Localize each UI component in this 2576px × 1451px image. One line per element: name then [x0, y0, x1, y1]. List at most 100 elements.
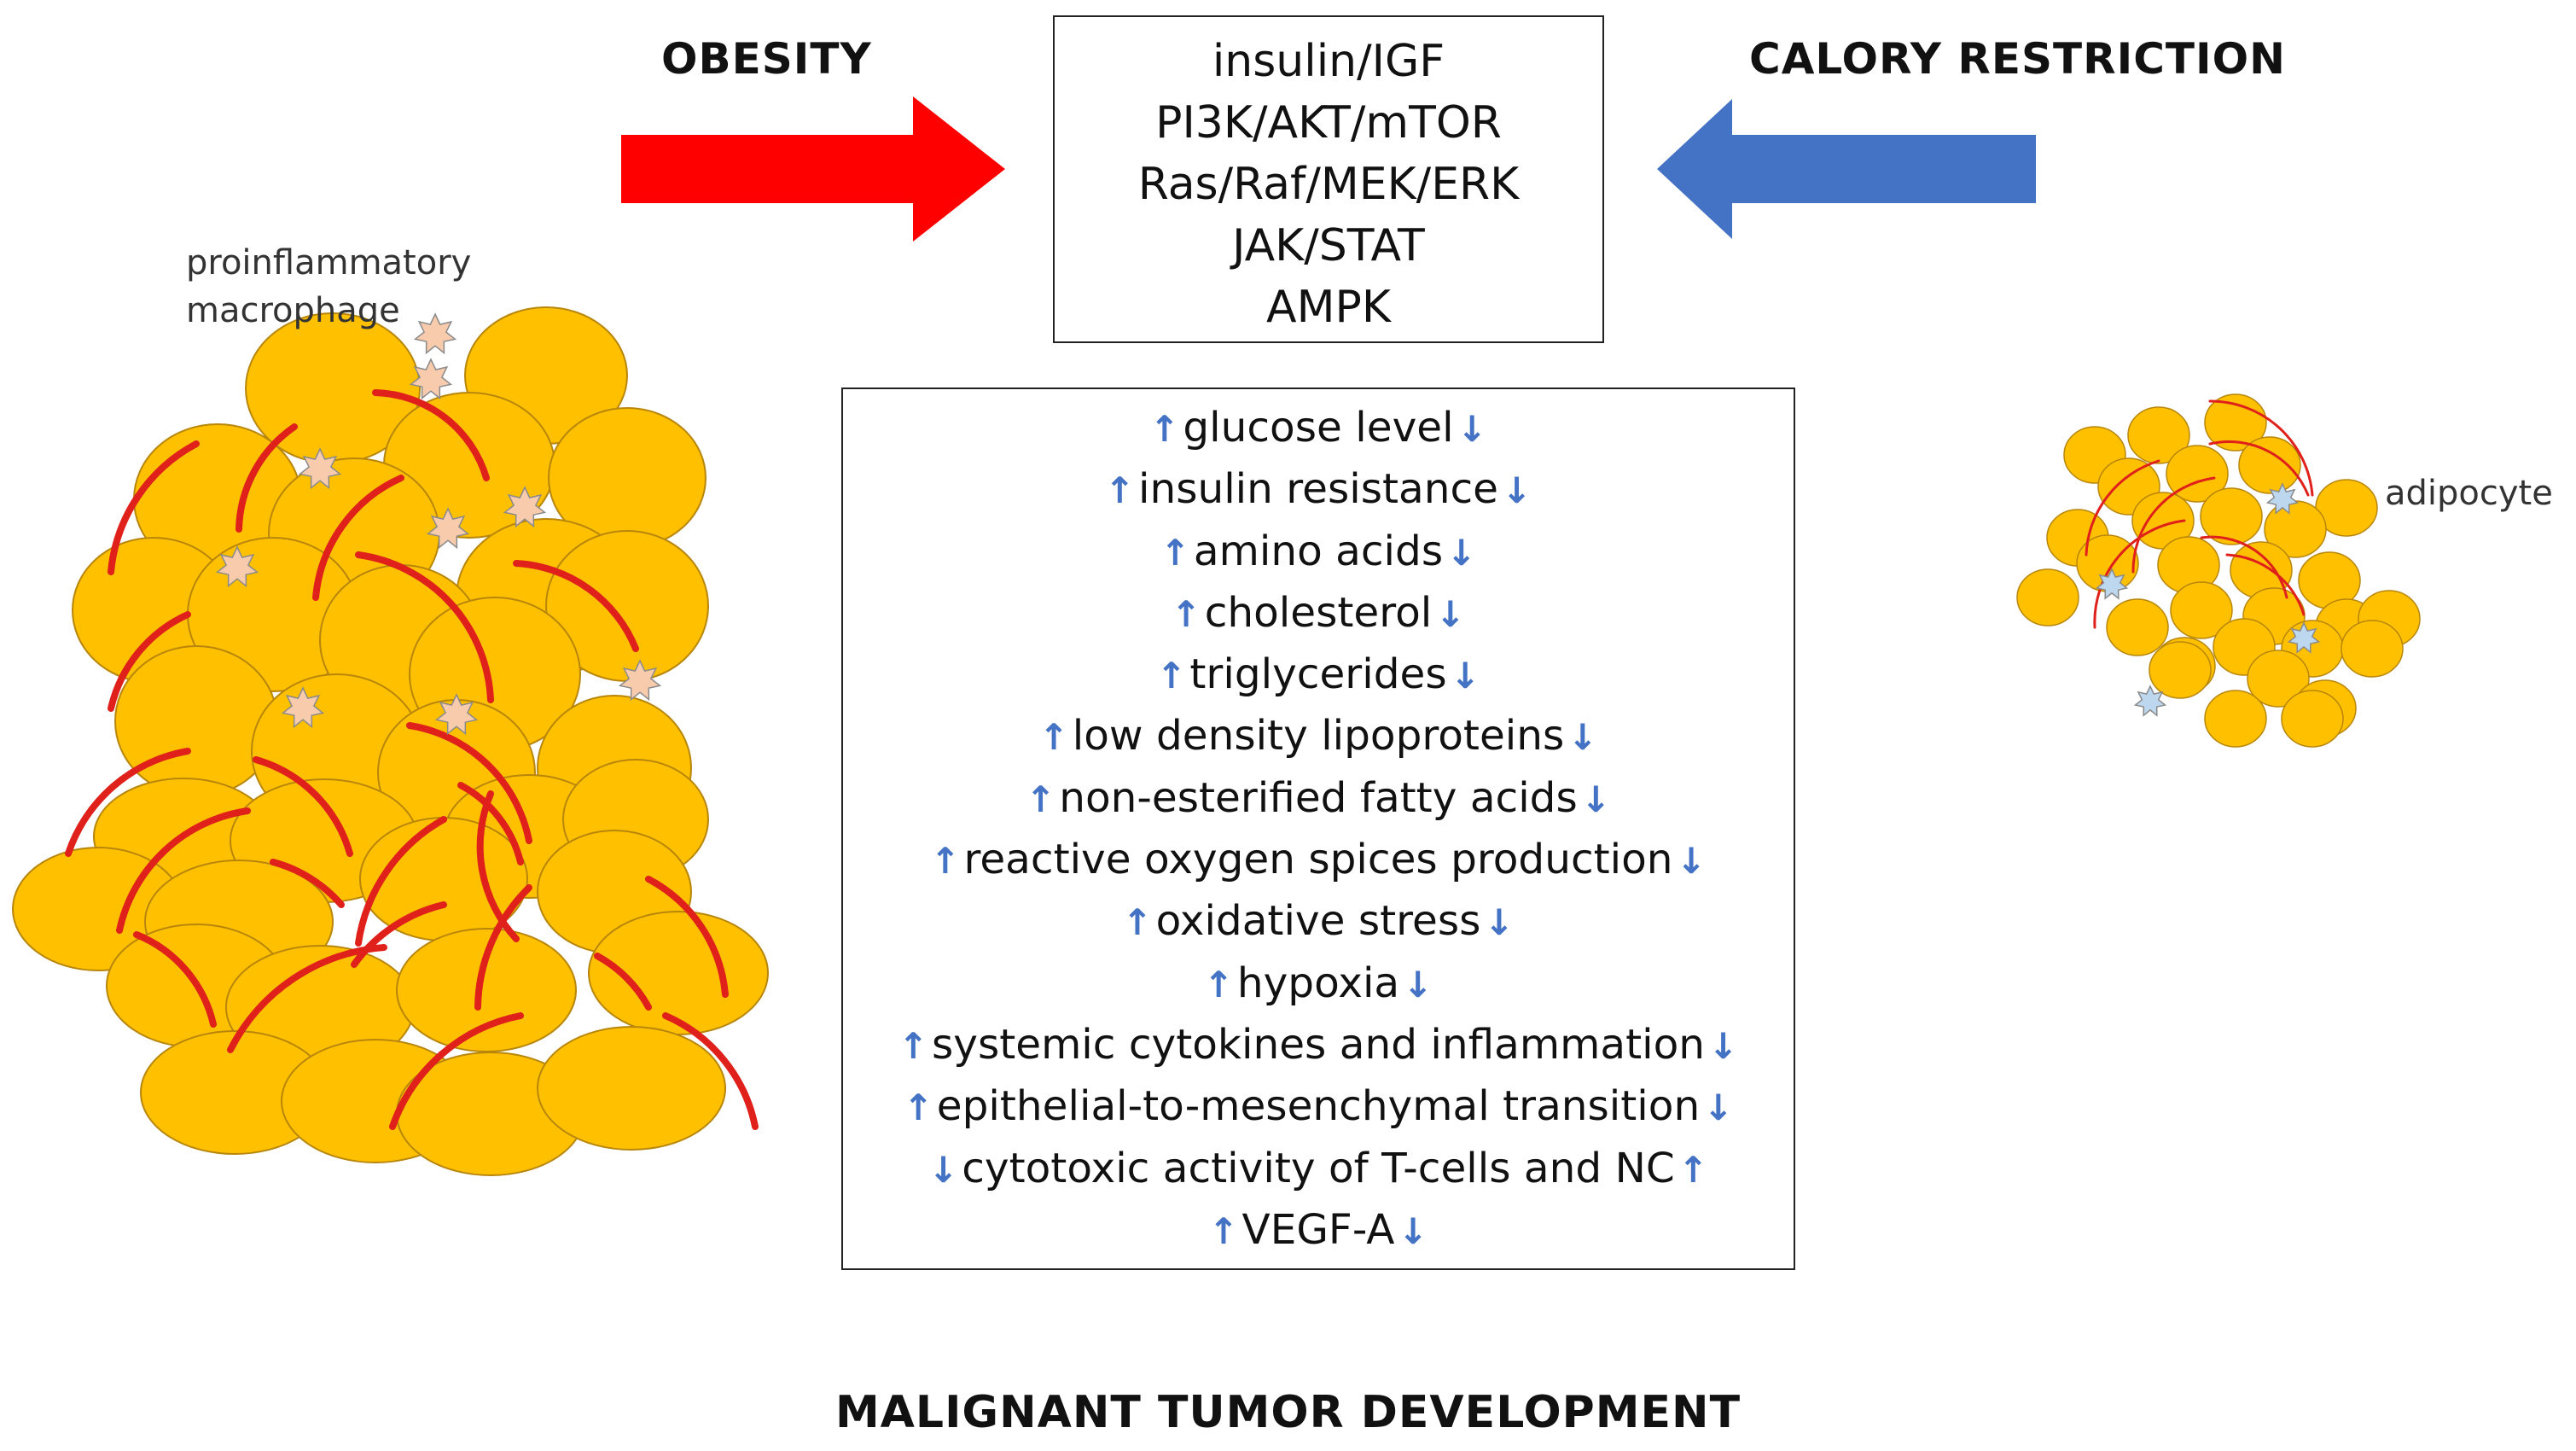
- crown-like-structure: [2208, 440, 2310, 497]
- crown-like-structure: [270, 859, 345, 908]
- up-arrow-icon: ↑: [1149, 408, 1180, 450]
- up-arrow-icon: ↑: [898, 1024, 928, 1067]
- macrophage-label-line-2: macrophage: [186, 291, 400, 330]
- obesity-arrow: [621, 96, 1005, 242]
- effect-item: ↑reactive oxygen spices production↓: [843, 830, 1794, 891]
- up-arrow-icon: ↑: [1026, 778, 1056, 820]
- pathway-item: JAK/STAT: [1232, 220, 1425, 271]
- crown-like-structure: [513, 560, 639, 652]
- adipocyte-cell: [2204, 690, 2267, 748]
- proinflammatory-macrophage-icon: [618, 659, 662, 702]
- crown-like-structure: [2085, 459, 2160, 557]
- adipocyte-label: adipocyte: [2385, 474, 2553, 513]
- effect-item: ↑low density lipoproteins↓: [843, 706, 1794, 767]
- crown-like-structure: [406, 722, 532, 844]
- adipocyte-cell: [2170, 581, 2233, 639]
- effect-item: ↑VEGF-A↓: [843, 1200, 1794, 1262]
- crown-like-structure: [389, 1012, 524, 1130]
- effect-item: ↑insulin resistance↓: [843, 459, 1794, 521]
- up-arrow-icon: ↑: [1160, 531, 1190, 574]
- proinflammatory-macrophage-label: proinflammatory macrophage: [186, 239, 471, 335]
- crown-like-structure: [108, 440, 200, 575]
- up-arrow-icon: ↑: [1171, 592, 1201, 635]
- calory-restriction-arrow: [1657, 99, 2036, 239]
- proinflammatory-macrophage-icon: [426, 507, 470, 550]
- crown-like-structure: [355, 816, 447, 947]
- down-arrow-icon: ↓: [1676, 840, 1707, 883]
- effect-text: amino acids: [1193, 527, 1444, 575]
- crown-like-structure: [645, 876, 729, 998]
- down-arrow-icon: ↓: [928, 1148, 959, 1191]
- effect-item: ↓cytotoxic activity of T-cells and NC↑: [843, 1139, 1794, 1200]
- effect-text: oxidative stress: [1155, 897, 1481, 946]
- crown-like-structure: [116, 807, 251, 934]
- down-arrow-icon: ↓: [1446, 531, 1477, 574]
- down-arrow-icon: ↓: [1457, 408, 1487, 450]
- adipocyte-cell: [396, 928, 577, 1052]
- macrophage-label-line-1: proinflammatory: [186, 243, 472, 283]
- crown-like-structure: [253, 756, 353, 857]
- down-arrow-icon: ↓: [1502, 469, 1532, 512]
- crown-like-structure: [227, 944, 387, 1053]
- malignant-tumor-development-heading: MALIGNANT TUMOR DEVELOPMENT: [834, 1387, 1742, 1438]
- obesity-heading: OBESITY: [661, 34, 872, 84]
- crown-like-structure: [2131, 476, 2216, 574]
- up-arrow-icon: ↑: [930, 840, 961, 883]
- adipocyte-cell: [2238, 436, 2301, 494]
- effect-item: ↑epithelial-to-mesenchymal transition↓: [843, 1076, 1794, 1138]
- proinflammatory-macrophage-icon: [413, 312, 457, 355]
- effect-item: ↑non-esterified fatty acids↓: [843, 768, 1794, 830]
- crown-like-structure: [474, 884, 532, 1011]
- effect-text: insulin resistance: [1137, 465, 1499, 514]
- effect-text: triglycerides: [1189, 650, 1447, 699]
- crown-like-structure: [457, 782, 524, 865]
- crown-like-structure: [372, 389, 490, 481]
- up-arrow-icon: ↑: [1156, 655, 1187, 697]
- effect-item: ↑cholesterol↓: [843, 583, 1794, 644]
- down-arrow-icon: ↓: [1398, 1209, 1428, 1252]
- pathway-item: AMPK: [1266, 282, 1391, 333]
- crown-like-structure: [2208, 399, 2314, 497]
- effect-text: VEGF-A: [1241, 1205, 1395, 1254]
- macrophage-icon: [2133, 685, 2167, 717]
- proinflammatory-macrophage-icon: [215, 545, 259, 588]
- effect-item: ↑triglycerides↓: [843, 644, 1794, 706]
- down-arrow-icon: ↓: [1403, 963, 1433, 1005]
- up-arrow-icon: ↑: [1203, 963, 1234, 1005]
- adipocyte-cell: [2127, 406, 2190, 464]
- adipocyte-cell: [2200, 487, 2263, 545]
- calory-restriction-heading: CALORY RESTRICTION: [1749, 34, 2286, 84]
- down-arrow-icon: ↓: [1567, 716, 1598, 759]
- adipocyte-cell: [537, 1026, 726, 1151]
- proinflammatory-macrophage-icon: [298, 447, 342, 490]
- crown-like-structure: [108, 611, 191, 712]
- macrophage-icon: [2287, 621, 2321, 654]
- macrophage-icon: [2265, 482, 2300, 515]
- macrophage-icon: [2095, 568, 2129, 600]
- crown-like-structure: [355, 551, 494, 703]
- adipocyte-cell: [2340, 620, 2404, 678]
- crown-like-structure: [65, 748, 191, 857]
- effect-item: ↑amino acids↓: [843, 522, 1794, 583]
- adipocyte-cell: [2106, 598, 2169, 656]
- pathway-item: Ras/Raf/MEK/ERK: [1137, 159, 1520, 210]
- up-arrow-icon: ↑: [903, 1087, 933, 1129]
- effect-item: ↑oxidative stress↓: [843, 891, 1794, 953]
- effect-text: systemic cytokines and inflammation: [931, 1020, 1706, 1069]
- effect-text: epithelial-to-mesenchymal transition: [936, 1082, 1701, 1131]
- adipocyte-cell: [2247, 650, 2310, 708]
- pathway-item: insulin/IGF: [1212, 36, 1445, 87]
- crown-like-structure: [133, 931, 217, 1028]
- pathway-item: PI3K/AKT/mTOR: [1155, 97, 1502, 149]
- adipocyte-cell: [2281, 690, 2344, 748]
- adipocyte-cell: [2149, 641, 2212, 699]
- effect-item: ↑systemic cytokines and inflammation↓: [843, 1015, 1794, 1076]
- effect-item: ↑hypoxia↓: [843, 953, 1794, 1015]
- up-arrow-icon: ↑: [1208, 1209, 1239, 1252]
- metabolic-effects-box: ↑glucose level↓↑insulin resistance↓↑amin…: [841, 388, 1795, 1270]
- effect-text: glucose level: [1183, 404, 1454, 452]
- crown-like-structure: [236, 423, 298, 533]
- up-arrow-icon: ↑: [1038, 716, 1069, 759]
